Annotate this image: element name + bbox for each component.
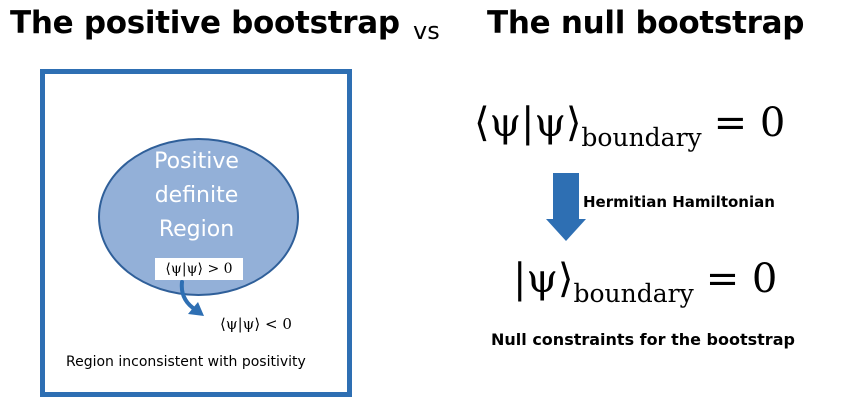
equation-bottom: |ψ⟩boundary = 0 [513,256,778,308]
equation-bottom-lhs: |ψ⟩ [513,256,574,302]
down-arrow-shaft [553,173,579,219]
left-title: The positive bootstrap [10,5,400,41]
ellipse-line-3: Region [158,217,235,242]
inconsistent-region-label: Region inconsistent with positivity [66,354,306,370]
equation-top-rhs: = 0 [713,100,786,146]
ellipse-line-2: definite [154,183,239,208]
negative-condition: ⟨ψ|ψ⟩ < 0 [220,315,292,333]
arrow-label: Hermitian Hamiltonian [583,193,775,211]
equation-top-subscript: boundary [581,123,702,152]
down-arrow-icon [546,219,586,241]
null-constraints-caption: Null constraints for the bootstrap [491,330,795,349]
positive-condition: ⟨ψ|ψ⟩ > 0 [155,258,243,280]
curved-arrow-icon [179,280,204,316]
vs-label: vs [413,17,440,45]
equation-top: ⟨ψ|ψ⟩boundary = 0 [474,100,786,152]
equation-top-lhs: ⟨ψ|ψ⟩ [474,100,582,146]
equation-bottom-subscript: boundary [573,279,694,308]
equation-bottom-rhs: = 0 [705,256,778,302]
ellipse-line-1: Positive [154,149,239,174]
right-title: The null bootstrap [487,5,805,41]
